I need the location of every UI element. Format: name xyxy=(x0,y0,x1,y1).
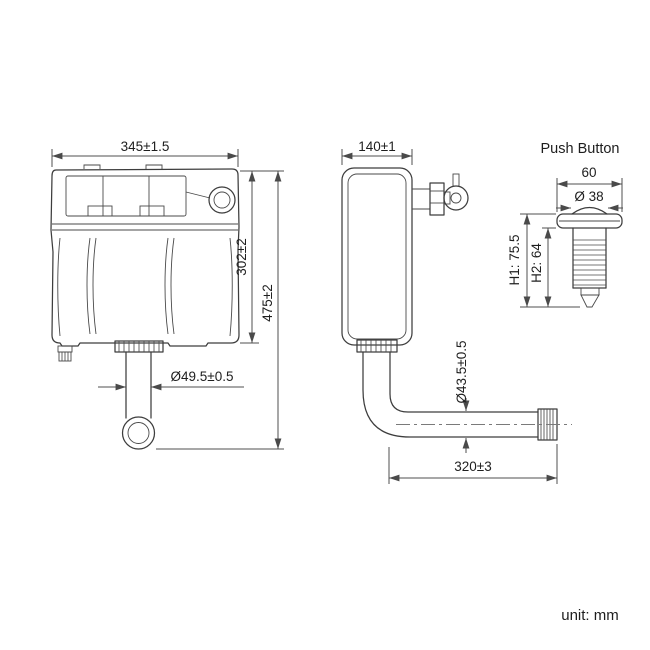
side-view-inlet-valve xyxy=(412,173,469,216)
pipe-diameter-dimension: Ø43.5±0.5 xyxy=(454,341,470,453)
push-button-width-dimension: 60 xyxy=(556,165,623,212)
push-button-cap-diameter-dimension: Ø 38 xyxy=(556,189,623,212)
push-button-title: Push Button xyxy=(541,141,620,157)
side-view-tank xyxy=(341,167,413,346)
pipe-diameter-label: Ø43.5±0.5 xyxy=(454,341,469,404)
outlet-diameter-dimension: Ø49.5±0.5 xyxy=(98,369,244,391)
unit-label: unit: mm xyxy=(561,607,619,624)
front-view-tank xyxy=(50,164,240,362)
pipe-length-dimension: 320±3 xyxy=(388,444,558,484)
front-body-height-dimension: 302±2 xyxy=(234,170,284,344)
push-button-drawing xyxy=(556,206,623,308)
front-width-dimension: 345±1.5 xyxy=(51,139,239,167)
outlet-diameter-label: Ø49.5±0.5 xyxy=(171,369,234,384)
side-depth-label: 140±1 xyxy=(358,139,395,154)
front-total-height-label: 475±2 xyxy=(260,284,275,321)
h2-label: H2: 64 xyxy=(529,243,544,283)
side-view-flush-pipe xyxy=(356,339,572,441)
side-depth-dimension: 140±1 xyxy=(341,139,413,165)
push-button-h2-dimension: H2: 64 xyxy=(529,227,556,307)
push-button-h1-dimension: H1: 75.5 xyxy=(507,213,580,308)
cap-diameter-label: Ø 38 xyxy=(574,189,603,204)
front-body-height-label: 302±2 xyxy=(234,238,249,275)
push-button-width-label: 60 xyxy=(581,165,596,180)
front-total-height-dimension: 475±2 xyxy=(156,171,284,450)
front-width-label: 345±1.5 xyxy=(121,139,170,154)
front-view-outlet-pipe xyxy=(114,340,164,450)
h1-label: H1: 75.5 xyxy=(507,234,522,285)
pipe-length-label: 320±3 xyxy=(454,459,491,474)
